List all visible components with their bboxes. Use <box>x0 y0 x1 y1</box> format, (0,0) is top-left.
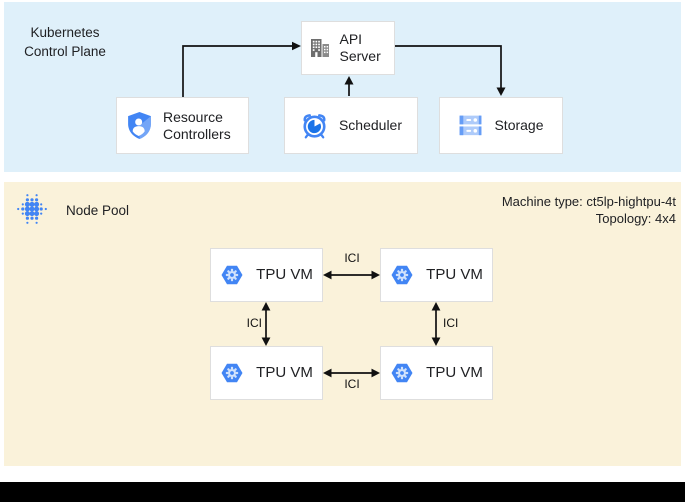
resource-controllers-box: Resource Controllers <box>116 97 249 154</box>
gke-hexagon-icon <box>220 361 244 385</box>
ici-link-label-right: ICI <box>443 316 459 330</box>
control-plane-title: Kubernetes Control Plane <box>17 23 113 61</box>
node-pool-metadata: Machine type: ct5lp-hightpu-4t Topology:… <box>502 193 676 228</box>
storage-label: Storage <box>494 117 544 134</box>
server-stack-icon <box>458 114 483 137</box>
building-icon <box>309 37 331 59</box>
control-plane-title-line2: Control Plane <box>24 44 106 60</box>
topology-text: Topology: 4x4 <box>595 211 676 227</box>
api-server-box: API Server <box>301 21 395 75</box>
node-pool-section <box>4 182 681 466</box>
api-server-label: API Server <box>339 31 381 64</box>
control-plane-title-line1: Kubernetes <box>30 25 100 40</box>
resource-controllers-label: Resource Controllers <box>163 108 231 142</box>
tpu-vm-label: TPU VM <box>256 266 313 284</box>
storage-box: Storage <box>439 97 563 154</box>
gke-hexagon-icon <box>390 263 414 287</box>
tpu-vm-box-top-left: TPU VM <box>210 248 323 302</box>
gke-hexagon-icon <box>390 361 414 385</box>
gke-hexagon-icon <box>220 263 244 287</box>
ici-link-label-top: ICI <box>344 251 360 265</box>
tpu-vm-label: TPU VM <box>426 266 483 284</box>
bottom-black-bar <box>0 482 685 502</box>
tpu-vm-box-top-right: TPU VM <box>380 248 493 302</box>
dot-grid-icon <box>17 194 47 224</box>
machine-type-text: Machine type: ct5lp-hightpu-4t <box>501 194 676 209</box>
tpu-vm-box-bottom-right: TPU VM <box>380 346 493 400</box>
shield-user-icon <box>126 111 153 140</box>
ici-link-label-bottom: ICI <box>344 377 360 391</box>
tpu-vm-label: TPU VM <box>426 364 483 382</box>
tpu-vm-label: TPU VM <box>256 364 313 382</box>
node-pool-title: Node Pool <box>66 203 130 218</box>
scheduler-label: Scheduler <box>338 117 403 134</box>
tpu-vm-box-bottom-left: TPU VM <box>210 346 323 400</box>
alarm-clock-icon <box>300 111 329 140</box>
ici-link-label-left: ICI <box>246 316 262 330</box>
scheduler-box: Scheduler <box>284 97 418 154</box>
